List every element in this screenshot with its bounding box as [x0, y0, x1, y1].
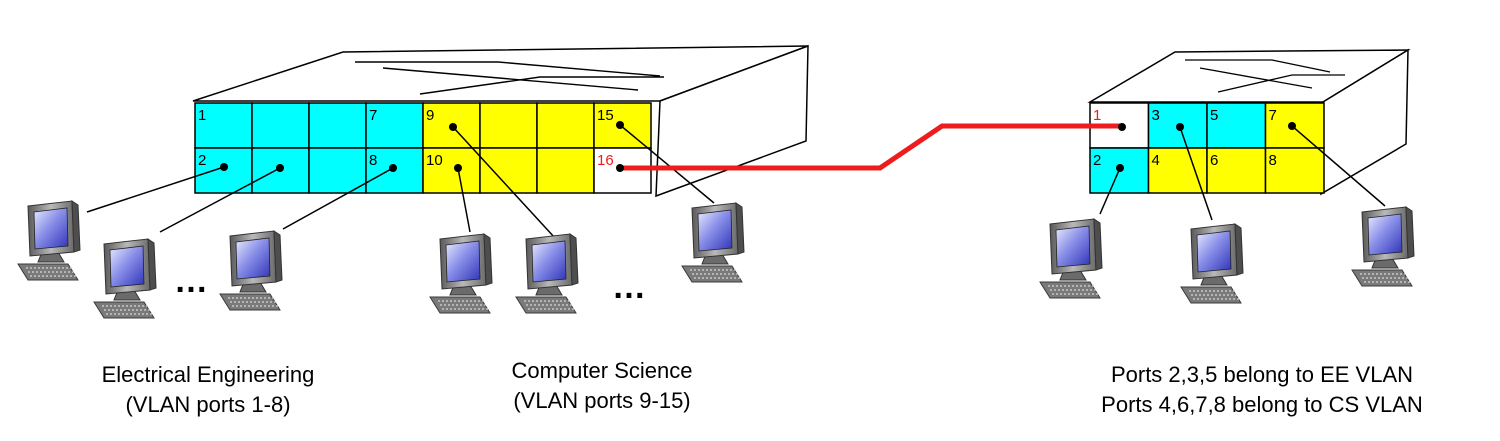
caption-cs-line2: (VLAN ports 9-15)	[513, 388, 690, 413]
dot-port-8	[389, 164, 397, 172]
computer-icon	[17, 200, 81, 281]
computer-icon	[219, 230, 283, 311]
computer-icon	[1351, 206, 1415, 287]
cable-port-15	[619, 124, 715, 204]
left-port-label-7: 7	[369, 107, 377, 124]
computer-icon	[429, 233, 493, 314]
right-port-label-1: 1	[1093, 107, 1101, 124]
left-switch-top-decoration	[355, 61, 664, 95]
right-port-6	[1206, 147, 1267, 194]
dot-right-port-7	[1288, 122, 1296, 130]
computer-icon	[1180, 223, 1244, 304]
left-port-14	[536, 147, 595, 194]
caption-ee-line2: (VLAN ports 1-8)	[125, 392, 290, 417]
right-port-8	[1264, 147, 1325, 194]
left-port-10	[422, 147, 481, 194]
dot-port-10	[454, 164, 462, 172]
cable-right-port-2	[1099, 167, 1121, 215]
ellipsis-ee: …	[174, 262, 208, 300]
dot-port-2	[220, 163, 228, 171]
computer-icon	[681, 202, 745, 283]
left-port-label-9: 9	[426, 107, 434, 124]
left-port-12	[479, 147, 538, 194]
trunk-link	[620, 123, 1122, 171]
computer-icon	[93, 238, 157, 319]
dot-port-9	[449, 123, 457, 131]
host-cables	[86, 124, 1386, 239]
cable-right-port-3	[1179, 126, 1213, 221]
caption-cs-line1: Computer Science	[512, 358, 693, 383]
right-port-label-6: 6	[1210, 152, 1218, 169]
left-port-13	[536, 102, 595, 149]
right-switch-top-decoration	[1185, 59, 1345, 93]
right-switch-port-grid: 1 2 3 4 5 6 7 8	[1089, 102, 1325, 194]
host-computers	[17, 200, 1415, 319]
right-port-label-3: 3	[1152, 107, 1160, 124]
left-switch-port-grid: 1 2 7 8 9 10 15 16	[194, 102, 652, 194]
cable-port-2	[86, 166, 225, 213]
left-port-label-10: 10	[426, 152, 443, 169]
caption-right-line2: Ports 4,6,7,8 belong to CS VLAN	[1101, 392, 1423, 417]
dot-right-port-3	[1176, 123, 1184, 131]
left-port-label-2: 2	[198, 152, 206, 169]
right-port-4	[1147, 147, 1208, 194]
cable-port-8	[282, 167, 394, 230]
left-port-3	[251, 102, 310, 149]
dot-right-port-2	[1116, 164, 1124, 172]
cable-port-9	[452, 126, 556, 239]
right-port-label-2: 2	[1093, 152, 1101, 169]
left-port-6	[308, 147, 367, 194]
right-port-label-4: 4	[1152, 152, 1160, 169]
left-switch: 1 2 7 8 9 10 15 16	[192, 44, 809, 198]
left-port-11	[479, 102, 538, 149]
right-port-label-8: 8	[1269, 152, 1277, 169]
computer-icon	[515, 233, 579, 314]
connection-dots	[220, 121, 1296, 172]
dot-right-port-1	[1118, 123, 1126, 131]
cable-right-port-7	[1291, 125, 1386, 207]
right-port-5	[1206, 102, 1267, 149]
left-port-label-15: 15	[597, 107, 614, 124]
left-port-label-16: 16	[597, 152, 614, 169]
caption-ee-line1: Electrical Engineering	[102, 362, 315, 387]
right-switch: 1 2 3 4 5 6 7 8	[1087, 48, 1411, 196]
dot-port-15	[616, 121, 624, 129]
left-port-5	[308, 102, 367, 149]
left-switch-side	[655, 44, 809, 198]
cable-port-4	[159, 167, 281, 233]
dot-port-16	[616, 164, 624, 172]
computer-icon	[1039, 218, 1103, 299]
cable-port-10	[457, 167, 471, 233]
captions: Electrical Engineering (VLAN ports 1-8) …	[102, 358, 1423, 417]
right-port-label-7: 7	[1269, 107, 1277, 124]
caption-right-line1: Ports 2,3,5 belong to EE VLAN	[1111, 362, 1413, 387]
left-port-label-1: 1	[198, 107, 206, 124]
left-port-label-8: 8	[369, 152, 377, 169]
right-port-label-5: 5	[1210, 107, 1218, 124]
dot-port-4	[276, 164, 284, 172]
ellipsis-cs: …	[612, 268, 646, 306]
